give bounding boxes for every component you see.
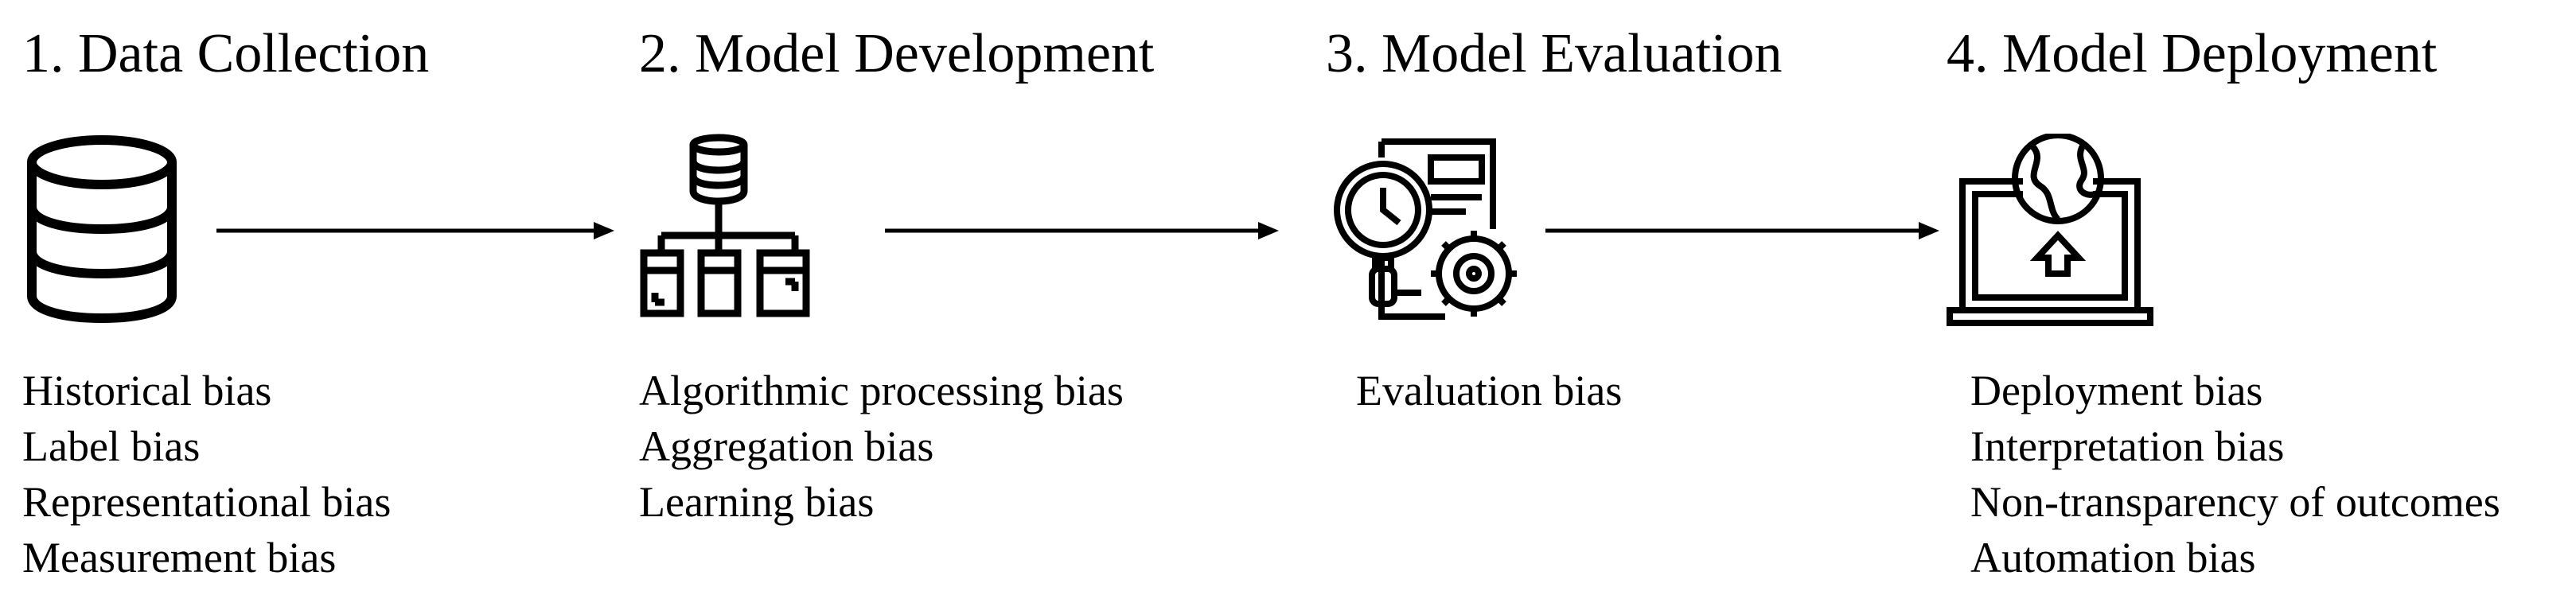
bias-item: Evaluation bias [1356,367,1623,414]
bias-item: Aggregation bias [639,422,934,470]
hierarchy-database-icon [639,134,838,336]
bias-item: Representational bias [22,478,392,526]
bias-item: Automation bias [1970,534,2256,581]
bias-list: Deployment bias Interpretation bias Non-… [1970,363,2500,585]
stage-title: 3. Model Evaluation [1326,23,1783,84]
bias-item: Measurement bias [22,534,337,581]
stage-title: 1. Data Collection [22,23,430,84]
database-icon [22,134,181,329]
bias-item: Deployment bias [1970,367,2263,414]
arrow-right-icon [1545,215,1939,251]
bias-list: Evaluation bias [1356,363,1622,418]
evaluation-report-icon [1326,134,1533,329]
bias-item: Interpretation bias [1970,422,2285,470]
bias-item: Label bias [22,422,201,470]
bias-list: Historical bias Label bias Representatio… [22,363,391,585]
bias-item: Non-transparency of outcomes [1970,478,2500,526]
bias-list: Algorithmic processing bias Aggregation … [639,363,1124,530]
bias-item: Learning bias [639,478,875,526]
bias-item: Algorithmic processing bias [639,367,1124,414]
laptop-globe-upload-icon [1947,132,2169,344]
arrow-right-icon [216,215,614,251]
stage-title: 4. Model Deployment [1947,23,2438,84]
stage-title: 2. Model Development [639,23,1155,84]
arrow-right-icon [885,215,1279,251]
bias-item: Historical bias [22,367,272,414]
